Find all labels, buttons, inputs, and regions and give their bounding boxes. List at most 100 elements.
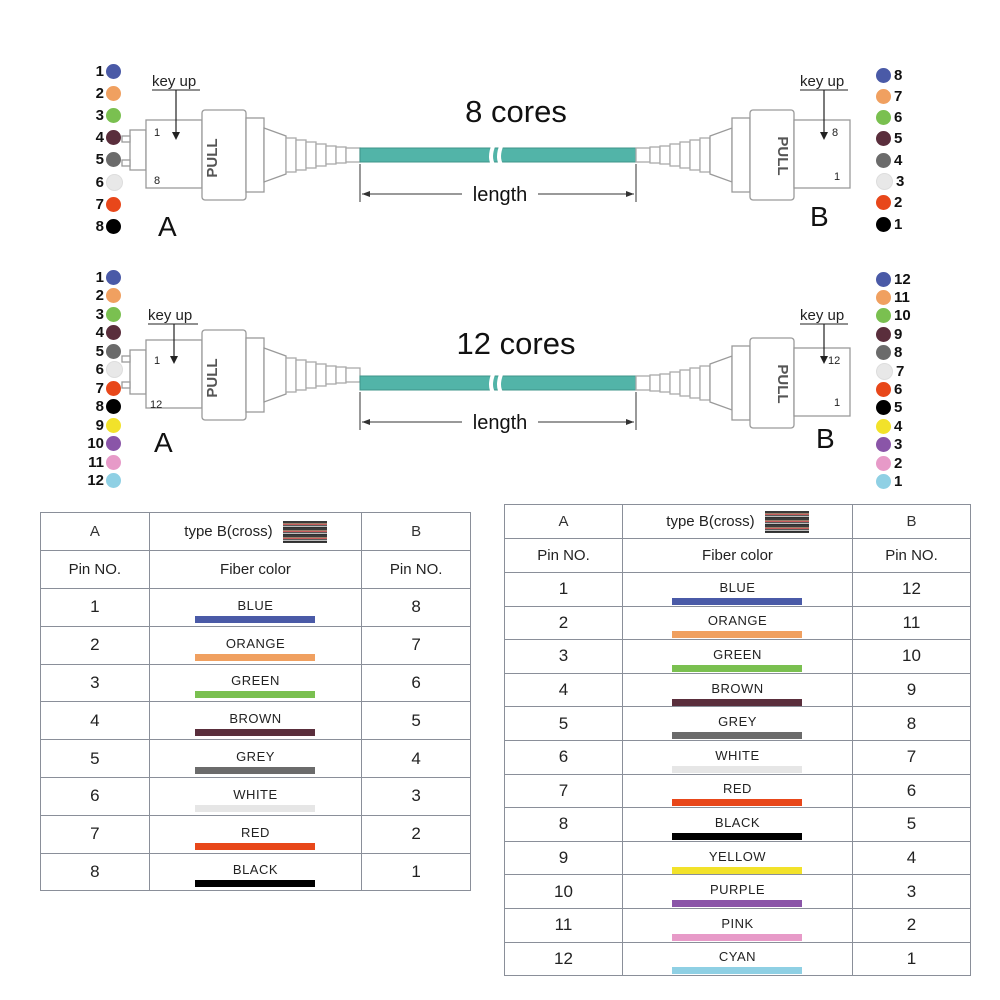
header-end-a: A bbox=[40, 512, 150, 551]
fiber-color-name: BLACK bbox=[232, 862, 279, 878]
end-label-b: B bbox=[810, 201, 829, 232]
fiber-color-name: ORANGE bbox=[707, 613, 768, 629]
pin-legend-item: 12 bbox=[82, 472, 121, 490]
pin-legend-item: 12 bbox=[876, 270, 911, 288]
end-label-a: A bbox=[154, 427, 173, 458]
pin-b-cell: 7 bbox=[361, 625, 471, 665]
pin-a-cell: 12 bbox=[503, 941, 624, 977]
pinout-table-8-cores: A type B(cross) B Pin NO. Fiber color Pi… bbox=[40, 512, 471, 892]
fiber-color-dot-icon bbox=[876, 271, 891, 287]
fiber-color-dot-icon bbox=[106, 173, 123, 191]
fiber-color-cell: WHITE bbox=[622, 739, 853, 775]
fiber-color-name: BLUE bbox=[719, 579, 756, 595]
pin-b-cell: 1 bbox=[851, 941, 972, 977]
pin-number: 8 bbox=[95, 217, 104, 235]
fiber-color-dot-icon bbox=[876, 67, 891, 83]
pin-legend-item: 11 bbox=[876, 288, 910, 306]
connector-b-bottom-pin: 1 bbox=[834, 397, 840, 409]
cable-diagram-8-cores: 8 cores PULL 1 8 key up A bbox=[121, 73, 851, 242]
pin-number: 3 bbox=[894, 436, 903, 454]
fiber-color-swatch bbox=[672, 732, 803, 740]
pin-a-cell: 1 bbox=[503, 572, 624, 607]
fiber-color-swatch bbox=[672, 597, 803, 605]
pin-legend-item: 4 bbox=[876, 417, 902, 435]
fiber-color-dot-icon bbox=[106, 417, 121, 433]
pin-b-cell: 6 bbox=[361, 663, 471, 703]
pin-number: 4 bbox=[894, 151, 903, 169]
fiber-color-name: GREY bbox=[236, 749, 275, 765]
pin-a-cell: 3 bbox=[40, 663, 150, 703]
fiber-color-swatch bbox=[672, 664, 803, 672]
fiber-color-dot-icon bbox=[106, 288, 121, 303]
pin-a-cell: 10 bbox=[503, 874, 624, 909]
pin-a-cell: 2 bbox=[503, 605, 624, 641]
pin-number: 4 bbox=[95, 129, 104, 147]
pin-b-cell: 11 bbox=[851, 605, 972, 641]
fiber-color-dot-icon bbox=[106, 107, 121, 123]
pin-a-cell: 1 bbox=[40, 588, 150, 627]
header-end-b: B bbox=[851, 504, 972, 539]
fiber-color-swatch bbox=[195, 729, 316, 737]
pin-b-cell: 2 bbox=[361, 814, 471, 854]
pin-legend-item: 3 bbox=[82, 106, 121, 124]
pin-number: 4 bbox=[95, 324, 104, 341]
fiber-color-dot-icon bbox=[106, 269, 121, 285]
fiber-color-name: WHITE bbox=[233, 786, 278, 802]
fiber-color-swatch bbox=[672, 967, 803, 975]
header-type: type B(cross) bbox=[148, 512, 363, 551]
col-fiber-color: Fiber color bbox=[148, 550, 363, 589]
pin-b-cell: 12 bbox=[851, 572, 972, 607]
pin-b-cell: 7 bbox=[851, 739, 972, 775]
fiber-color-dot-icon bbox=[106, 63, 121, 79]
pin-a-cell: 9 bbox=[503, 840, 624, 876]
pin-number: 3 bbox=[896, 173, 905, 190]
fiber-color-name: RED bbox=[723, 781, 752, 797]
pin-number: 5 bbox=[95, 342, 104, 360]
pin-a-cell: 4 bbox=[40, 701, 150, 741]
fiber-color-dot-icon bbox=[876, 195, 891, 211]
pin-b-cell: 1 bbox=[361, 852, 471, 892]
length-label: length bbox=[473, 184, 528, 206]
diagram-title: 12 cores bbox=[457, 326, 576, 361]
pull-label-b: PULL bbox=[774, 364, 791, 403]
fiber-color-name: GREY bbox=[718, 714, 757, 730]
pin-number: 1 bbox=[95, 62, 104, 80]
fiber-color-swatch bbox=[672, 799, 803, 807]
pin-legend-item: 4 bbox=[82, 324, 121, 342]
pin-number: 3 bbox=[95, 305, 104, 323]
pin-number: 6 bbox=[894, 109, 903, 127]
fiber-color-dot-icon bbox=[876, 381, 891, 397]
pin-number: 2 bbox=[95, 84, 104, 102]
pin-legend-item: 4 bbox=[82, 129, 121, 147]
pin-number: 11 bbox=[894, 288, 910, 306]
pin-legend-item: 1 bbox=[876, 472, 902, 490]
fiber-color-cell: GREEN bbox=[148, 663, 363, 703]
fiber-color-cell: GREY bbox=[622, 706, 853, 741]
pin-legend-item: 2 bbox=[82, 84, 121, 102]
fiber-color-cell: PURPLE bbox=[622, 874, 853, 909]
fiber-color-dot-icon bbox=[106, 130, 121, 146]
pin-number: 6 bbox=[95, 173, 104, 191]
fiber-color-cell: GREY bbox=[148, 739, 363, 778]
fiber-color-cell: PINK bbox=[622, 907, 853, 943]
fiber-color-name: GREEN bbox=[231, 673, 280, 689]
header-type: type B(cross) bbox=[622, 504, 853, 539]
fiber-color-dot-icon bbox=[106, 399, 121, 414]
type-label: type B(cross) bbox=[666, 513, 755, 530]
key-up-label-b: key up bbox=[800, 73, 844, 90]
fiber-color-cell: BROWN bbox=[148, 701, 363, 741]
table-row: 3 GREEN 6 bbox=[40, 663, 471, 703]
fiber-color-dot-icon bbox=[876, 88, 891, 104]
pin-number: 7 bbox=[894, 87, 903, 105]
connector-b-top-pin: 12 bbox=[828, 355, 840, 367]
fiber-color-swatch bbox=[672, 698, 803, 706]
pin-legend-item: 8 bbox=[876, 66, 902, 84]
